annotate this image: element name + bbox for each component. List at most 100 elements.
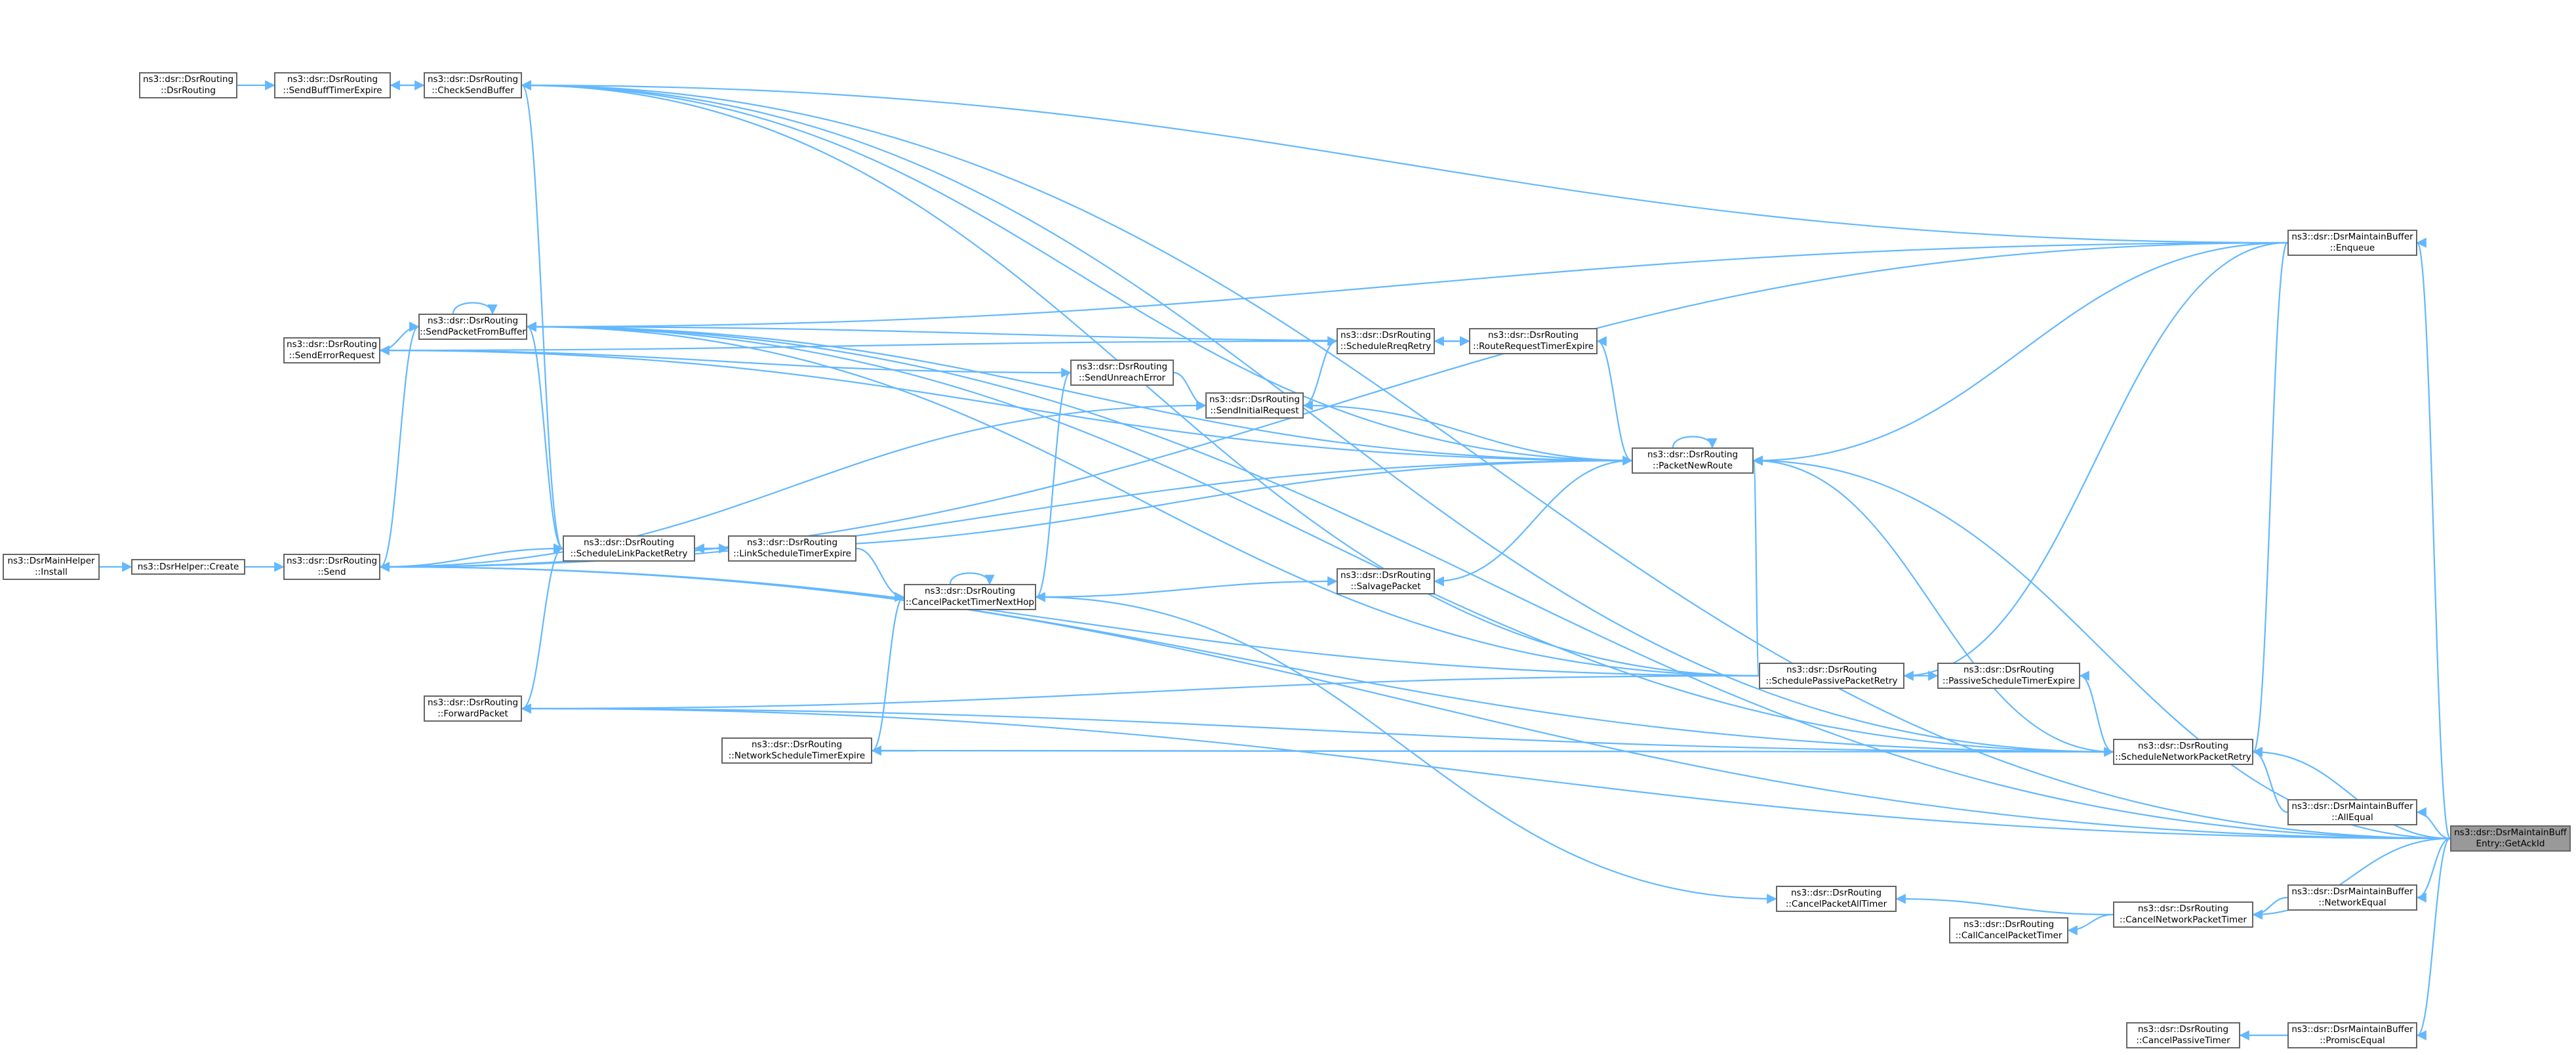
edge-ScheduleNetworkPacketRetry-GetAckId — [2252, 747, 2451, 840]
node-label-line: ::ForwardPacket — [437, 709, 508, 719]
node-label-line: ::CallCancelPacketTimer — [1955, 930, 2063, 941]
edge-NetworkEqual-GetAckId — [2416, 837, 2451, 903]
node-label-line: ::PacketNewRoute — [1653, 461, 1733, 471]
node-label-line: ns3::dsr::DsrRouting — [1790, 888, 1882, 898]
node-label-line: ns3::dsr::DsrRouting — [1076, 362, 1168, 372]
edge-PacketNewRoute-SendInitialRequest — [1303, 404, 1633, 466]
edge-Send-ScheduleNetworkPacketRetry — [379, 562, 2114, 753]
node-label-line: ns3::dsr::DsrRouting — [1647, 449, 1739, 460]
node-promisc-equal[interactable]: ns3::dsr::DsrMaintainBuffer::PromiscEqua… — [2287, 1022, 2417, 1048]
edge-ScheduleNetworkPacketRetry-Enqueue — [2252, 241, 2289, 757]
node-all-equal[interactable]: ns3::dsr::DsrMaintainBuffer::AllEqual — [2287, 799, 2417, 825]
edge-Enqueue-GetAckId — [2416, 238, 2451, 840]
node-label-line: ::Send — [317, 567, 346, 577]
node-check-send-buffer[interactable]: ns3::dsr::DsrRouting::CheckSendBuffer — [424, 72, 522, 98]
edge-ScheduleRreqRetry-SendErrorRequest — [380, 336, 1338, 352]
node-schedule-rreq-retry[interactable]: ns3::dsr::DsrRouting::ScheduleRreqRetry — [1337, 328, 1435, 354]
edge-SendPacketFromBuffer-Send — [380, 321, 420, 568]
node-schedule-link-packet-retry[interactable]: ns3::dsr::DsrRouting::ScheduleLinkPacket… — [563, 535, 695, 562]
node-label-line: ::CheckSendBuffer — [432, 85, 514, 96]
node-salvage-packet[interactable]: ns3::dsr::DsrRouting::SalvagePacket — [1337, 568, 1435, 594]
edge-PassiveScheduleTimerExpire-ScheduleNetworkPacketRetry — [2079, 671, 2114, 753]
edge-PacketNewRoute-GetAckId — [1752, 455, 2451, 840]
node-call-cancel-packet-timer[interactable]: ns3::dsr::DsrRouting::CallCancelPacketTi… — [1949, 917, 2068, 943]
node-label-line: ::SalvagePacket — [1350, 581, 1421, 592]
edge-SendErrorRequest-PacketNewRoute — [379, 345, 1632, 462]
node-send-error-request[interactable]: ns3::dsr::DsrRouting::SendErrorRequest — [283, 337, 380, 363]
node-link-schedule-timer-expire[interactable]: ns3::dsr::DsrRouting::LinkScheduleTimerE… — [728, 535, 856, 562]
edge-CancelNetworkPacketTimer-GetAckId — [2252, 837, 2451, 920]
edges — [99, 80, 2451, 1041]
edge-SendInitialRequest-Send — [380, 400, 1207, 568]
node-label-line: ns3::dsr::DsrRouting — [286, 339, 378, 350]
node-send-buff-timer-expire[interactable]: ns3::dsr::DsrRouting::SendBuffTimerExpir… — [274, 72, 391, 98]
node-label-line: ns3::dsr::DsrRouting — [427, 316, 519, 326]
edge-PacketNewRoute-SchedulePassivePacketRetry — [1752, 456, 1763, 677]
node-label-line: ns3::dsr::DsrRouting — [1963, 919, 2055, 930]
node-label-line: ::RouteRequestTimerExpire — [1472, 341, 1594, 352]
node-schedule-passive-packet-retry[interactable]: ns3::dsr::DsrRouting::SchedulePassivePac… — [1759, 663, 1904, 689]
node-label-line: ns3::DsrMainHelper — [7, 556, 95, 566]
node-label-line: ::ScheduleRreqRetry — [1340, 341, 1432, 352]
node-label-line: ns3::dsr::DsrRouting — [2137, 903, 2229, 914]
node-label-line: ::CancelPacketAllTimer — [1785, 899, 1887, 909]
node-send-unreach-error[interactable]: ns3::dsr::DsrRouting::SendUnreachError — [1070, 360, 1174, 386]
node-cancel-packet-all-timer[interactable]: ns3::dsr::DsrRouting::CancelPacketAllTim… — [1776, 886, 1897, 912]
node-send[interactable]: ns3::dsr::DsrRouting::Send — [283, 554, 380, 580]
edge-SchedulePassivePacketRetry-Enqueue — [1903, 241, 2288, 681]
node-label-line: ns3::dsr::DsrMaintainBuffer — [2291, 232, 2413, 242]
edge-CheckSendBuffer-Enqueue — [521, 80, 2288, 244]
node-dsr-routing[interactable]: ns3::dsr::DsrRouting::DsrRouting — [139, 72, 237, 98]
node-cancel-packet-timer-next-hop[interactable]: ns3::dsr::DsrRouting::CancelPacketTimerN… — [904, 584, 1036, 610]
edge-ScheduleLinkPacketRetry-CheckSendBuffer — [521, 84, 564, 554]
node-label-line: ns3::dsr::DsrRouting — [751, 739, 843, 750]
node-label-line: ns3::dsr::DsrRouting — [286, 556, 378, 566]
node-schedule-network-packet-retry[interactable]: ns3::dsr::DsrRouting::ScheduleNetworkPac… — [2113, 739, 2253, 765]
node-label-line: ::PromiscEqual — [2320, 1035, 2385, 1046]
node-network-schedule-timer-expire[interactable]: ns3::dsr::DsrRouting::NetworkScheduleTim… — [721, 737, 872, 764]
node-label-line: ::SendUnreachError — [1078, 373, 1166, 383]
edge-RouteRequestTimerExpire-SendPacketFromBuffer — [527, 325, 1470, 346]
node-dsr-main-helper-install[interactable]: ns3::DsrMainHelper::Install — [3, 554, 100, 580]
node-enqueue[interactable]: ns3::dsr::DsrMaintainBuffer::Enqueue — [2287, 230, 2417, 256]
node-cancel-network-packet-timer[interactable]: ns3::dsr::DsrRouting::CancelNetworkPacke… — [2113, 901, 2253, 928]
edge-ScheduleLinkPacketRetry-PacketNewRoute — [694, 459, 1632, 554]
node-label-line: ns3::dsr::DsrRouting — [142, 74, 234, 85]
edge-SendPacketFromBuffer-GetAckId — [526, 321, 2451, 840]
edge-ForwardPacket-SchedulePassivePacketRetry — [521, 674, 1760, 714]
node-label-line: ::SendPacketFromBuffer — [420, 327, 526, 337]
edge-RouteRequestTimerExpire-PacketNewRoute — [1596, 336, 1632, 462]
edge-PacketNewRoute-PacketNewRoute — [1672, 436, 1718, 449]
edge-SendPacketFromBuffer-Enqueue — [526, 241, 2288, 332]
edge-SendPacketFromBuffer-SchedulePassivePacketRetry — [526, 321, 1760, 677]
node-label-line: ::PassiveScheduleTimerExpire — [1942, 676, 2076, 686]
node-label-line: ns3::dsr::DsrRouting — [427, 697, 519, 708]
edge-ScheduleLinkPacketRetry-ForwardPacket — [521, 543, 564, 710]
node-cancel-passive-timer[interactable]: ns3::dsr::DsrRouting::CancelPassiveTimer — [2126, 1022, 2240, 1048]
node-network-equal[interactable]: ns3::dsr::DsrMaintainBuffer::NetworkEqua… — [2287, 884, 2417, 911]
node-send-packet-from-buffer[interactable]: ns3::dsr::DsrRouting::SendPacketFromBuff… — [418, 314, 527, 340]
node-label-line: ns3::dsr::DsrMaintainBuff — [2454, 827, 2567, 838]
node-forward-packet[interactable]: ns3::dsr::DsrRouting::ForwardPacket — [424, 695, 522, 722]
node-label-line: ns3::dsr::DsrRouting — [583, 537, 675, 548]
edge-CancelPacketTimerNextHop-CancelPacketTimerNextHop — [949, 572, 995, 585]
node-passive-schedule-timer-expire[interactable]: ns3::dsr::DsrRouting::PassiveScheduleTim… — [1937, 663, 2080, 689]
node-label-line: ::NetworkScheduleTimerExpire — [728, 751, 866, 761]
node-label-line: ns3::dsr::DsrRouting — [1963, 665, 2055, 675]
node-route-request-timer-expire[interactable]: ns3::dsr::DsrRouting::RouteRequestTimerE… — [1469, 328, 1598, 354]
node-packet-new-route[interactable]: ns3::dsr::DsrRouting::PacketNewRoute — [1632, 447, 1754, 474]
node-label-line: ns3::dsr::DsrRouting — [746, 537, 838, 548]
edge-CallCancelPacketTimer-CancelNetworkPacketTimer — [2067, 913, 2114, 936]
node-label-line: ::AllEqual — [2331, 812, 2373, 823]
edge-SalvagePacket-PacketNewRoute — [1434, 459, 1632, 587]
edge-CancelPacketTimerNextHop-LinkScheduleTimerExpire — [856, 547, 905, 602]
node-dsr-helper-create[interactable]: ns3::DsrHelper::Create — [131, 559, 245, 575]
node-label-line: ns3::dsr::DsrRouting — [2137, 741, 2229, 751]
node-label-line: ::SendErrorRequest — [289, 350, 375, 361]
edge-SendPacketFromBuffer-SendPacketFromBuffer — [452, 302, 498, 315]
node-send-initial-request[interactable]: ns3::dsr::DsrRouting::SendInitialRequest — [1205, 392, 1304, 419]
node-label-line: ::DsrRouting — [161, 85, 216, 96]
edge-SendPacketFromBuffer-ScheduleNetworkPacketRetry — [526, 321, 2114, 753]
